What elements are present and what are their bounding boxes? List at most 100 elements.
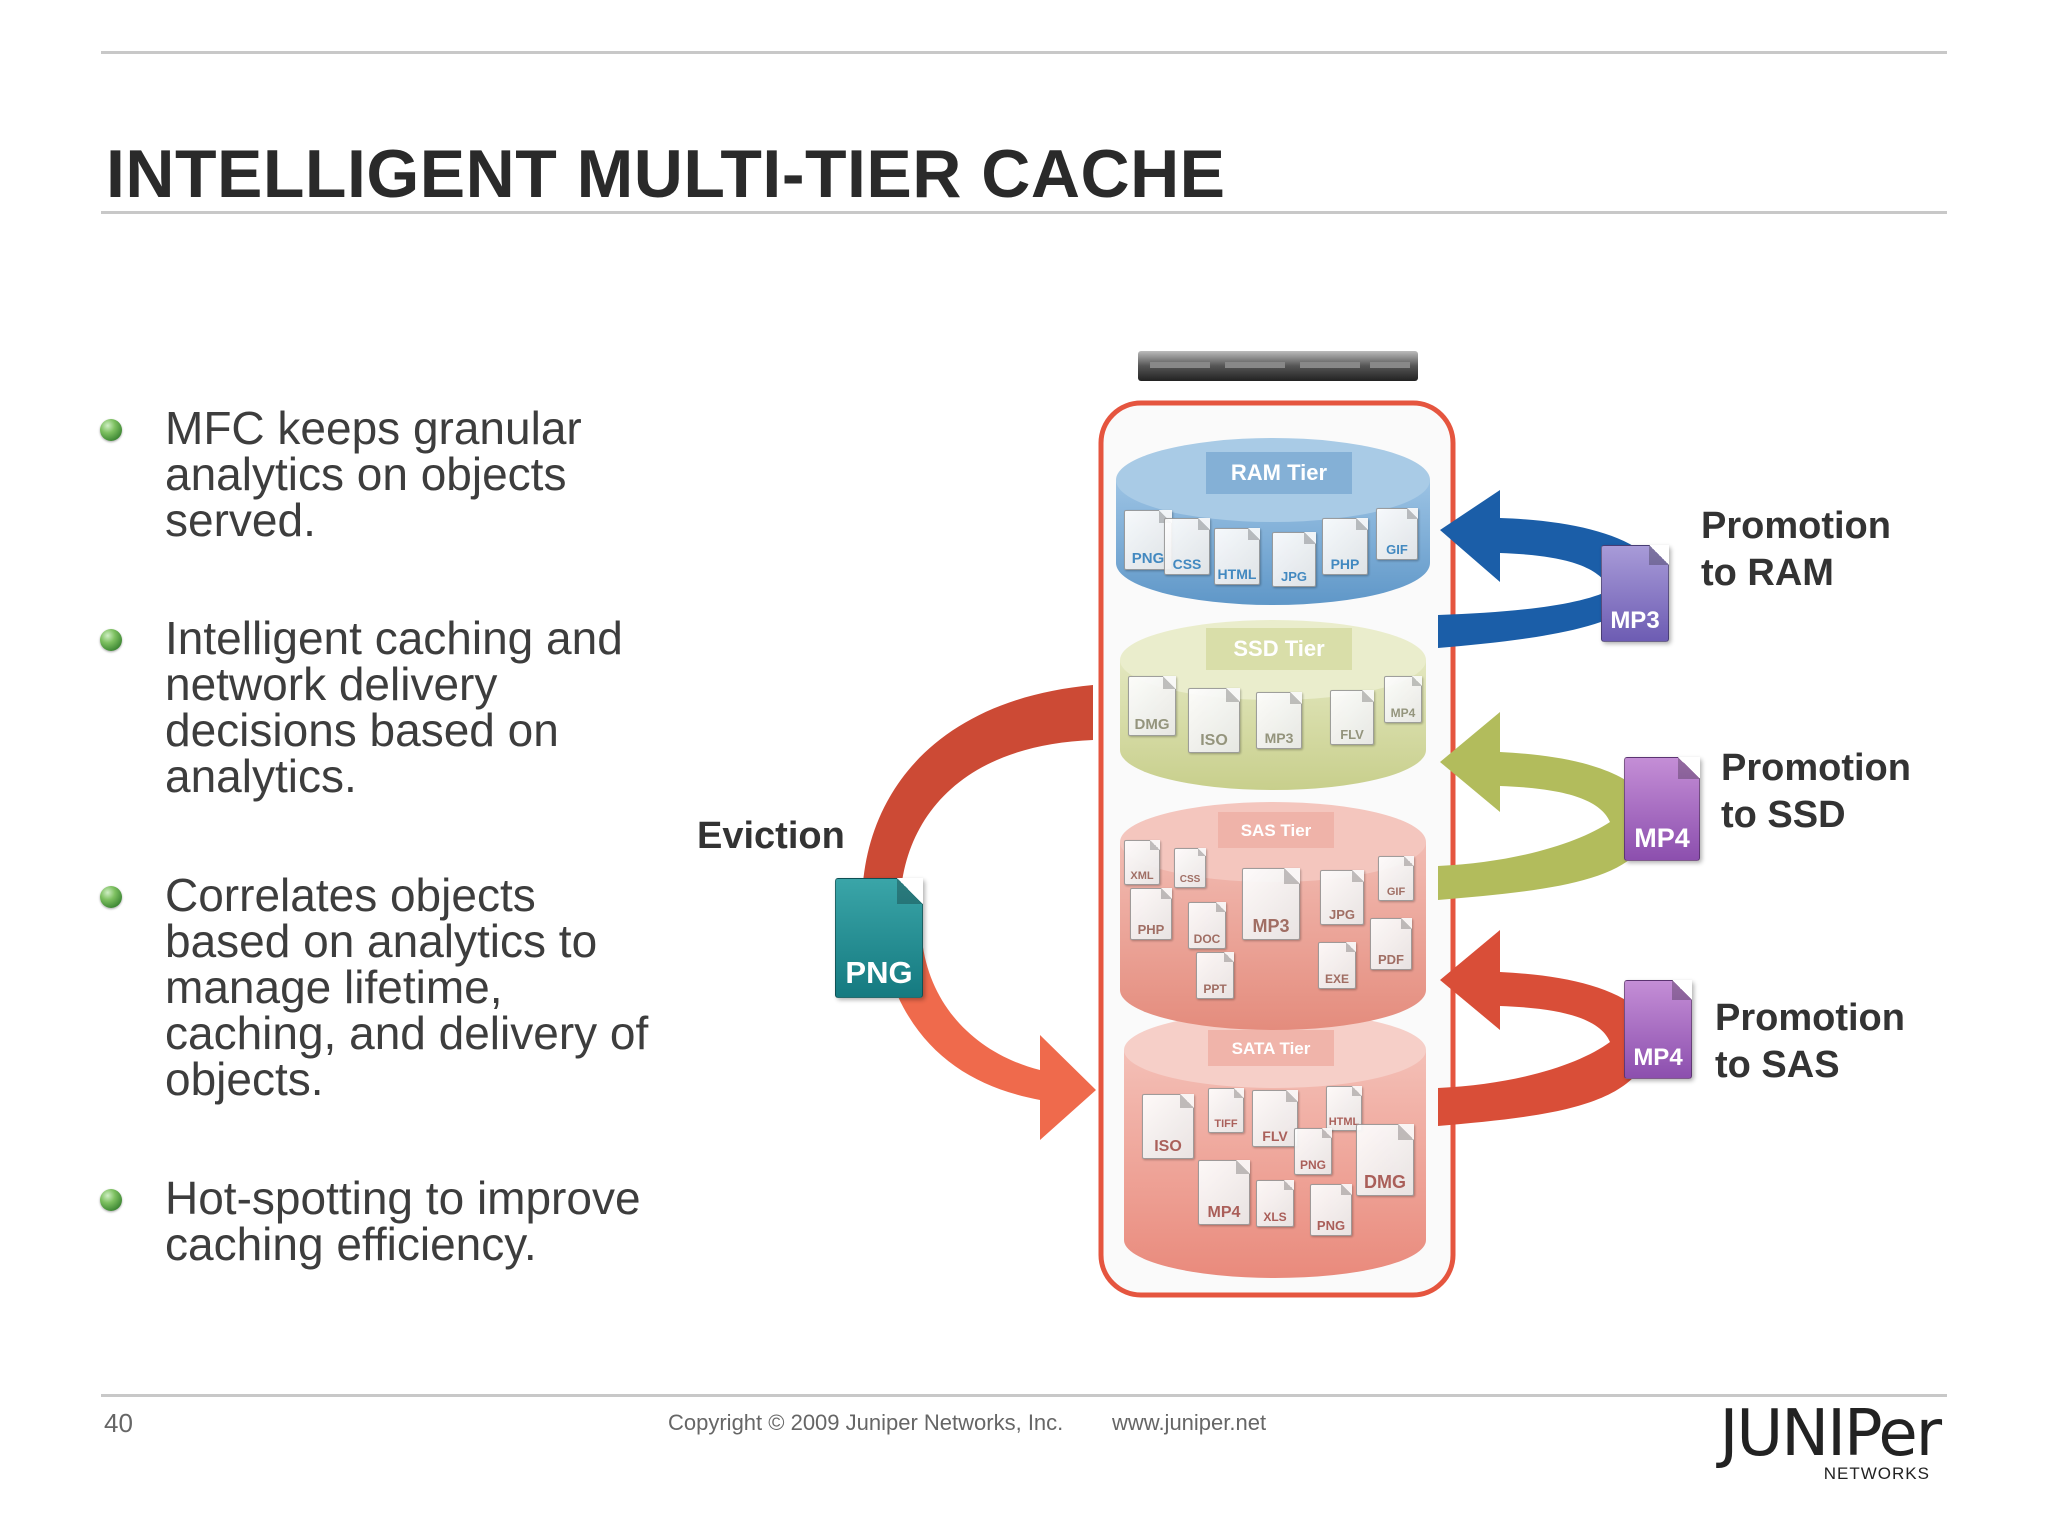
file-icon-flv: FLV (1252, 1090, 1298, 1147)
file-type-label: CSS (1179, 874, 1201, 885)
file-fold-icon (1412, 676, 1422, 686)
website-link[interactable]: www.juniper.net (1112, 1410, 1267, 1435)
promotion-to-ssd-label: Promotion to SSD (1721, 747, 1911, 836)
file-type-label: PHP (1137, 922, 1165, 937)
file-icon-gif: GIF (1376, 508, 1418, 560)
file-fold-icon (1224, 952, 1234, 962)
file-fold-icon (1649, 545, 1669, 565)
file-fold-icon (1322, 1128, 1332, 1138)
promotion-to-ssd-arrow (1438, 712, 1640, 900)
juniper-logo: JUNIPer NETWORKS (1690, 1402, 1950, 1492)
file-icon-ppt: PPT (1196, 952, 1234, 999)
file-fold-icon (1198, 848, 1206, 856)
file-type-label: ISO (1154, 1138, 1182, 1155)
file-type-label: EXE (1324, 972, 1349, 986)
file-fold-icon (1678, 757, 1700, 779)
file-type-label: JPG (1328, 907, 1355, 922)
file-icon-png: PNG (1294, 1128, 1332, 1175)
bullet-dot-icon (100, 886, 122, 908)
promotion-sas-mp4-file-icon: MP4 (1624, 980, 1692, 1079)
file-icon-html: HTML (1326, 1086, 1362, 1131)
file-type-label: PNG (1316, 1218, 1346, 1233)
eviction-png-file-icon: PNG (835, 878, 923, 998)
file-type-label: PNG (1299, 1158, 1326, 1172)
bullet-dot-icon (100, 419, 122, 441)
file-fold-icon (1401, 918, 1412, 929)
file-fold-icon (1404, 856, 1414, 866)
file-icon-css: CSS (1164, 518, 1210, 575)
file-type-label: FLV (1340, 727, 1364, 742)
file-type-label: MP3 (1264, 730, 1294, 746)
file-icon-dmg: DMG (1128, 676, 1176, 736)
file-type-label: XLS (1263, 1210, 1287, 1224)
ram-tier-label: RAM Tier (1230, 460, 1328, 485)
sata-tier-plate (1208, 1030, 1334, 1066)
file-type-label: MP4 (1634, 823, 1690, 853)
file-fold-icon (1161, 888, 1172, 899)
title-rule (101, 211, 1947, 214)
file-icon-iso: ISO (1142, 1094, 1194, 1159)
copyright-text: Copyright © 2009 Juniper Networks, Inc. (668, 1410, 1064, 1435)
ssd-tier-label: SSD Tier (1233, 636, 1325, 661)
file-fold-icon (1304, 532, 1316, 544)
file-icon-jpg: JPG (1272, 532, 1316, 587)
file-fold-icon (1180, 1094, 1194, 1108)
file-icon-html: HTML (1214, 528, 1260, 585)
promotion-to-ram-arrow (1438, 490, 1640, 648)
promotion-to-sas-arrow (1438, 930, 1640, 1126)
page-number: 40 (104, 1408, 133, 1438)
file-fold-icon (1352, 1086, 1362, 1096)
file-fold-icon (1216, 902, 1226, 912)
sas-tier-label: SAS Tier (1240, 821, 1312, 840)
file-fold-icon (1346, 942, 1356, 952)
bullet-text: Hot-spotting to improve caching efficien… (165, 1172, 641, 1270)
top-rule (101, 51, 1947, 54)
file-type-label: PNG (1131, 550, 1165, 567)
eviction-label: Eviction (697, 815, 845, 857)
file-fold-icon (1398, 1124, 1414, 1140)
file-icon-mp4: MP4 (1198, 1160, 1250, 1225)
file-type-label: XML (1130, 870, 1154, 882)
file-fold-icon (1226, 688, 1240, 702)
file-type-label: GIF (1386, 542, 1408, 557)
file-icon-xls: XLS (1256, 1180, 1294, 1227)
file-icon-doc: DOC (1188, 902, 1226, 949)
file-fold-icon (1362, 690, 1374, 702)
file-fold-icon (1234, 1088, 1244, 1098)
file-fold-icon (1198, 518, 1210, 530)
sas-tier-plate (1218, 812, 1334, 848)
file-type-label: GIF (1386, 886, 1406, 898)
file-type-label: CSS (1172, 556, 1202, 572)
file-fold-icon (1284, 1180, 1294, 1190)
file-fold-icon (1672, 980, 1692, 1000)
file-icon-jpg: JPG (1320, 870, 1364, 925)
bullet-dot-icon (100, 1189, 122, 1211)
file-icon-gif: GIF (1378, 856, 1414, 901)
bullet-text: Correlates objects based on analytics to… (165, 869, 649, 1105)
file-fold-icon (1248, 528, 1260, 540)
file-type-label: JPG (1280, 569, 1307, 584)
file-type-label: MP4 (1207, 1204, 1241, 1221)
file-icon-tiff: TIFF (1208, 1088, 1244, 1133)
file-icon-dmg: DMG (1356, 1124, 1414, 1196)
ram-tier-plate (1206, 452, 1352, 494)
file-icon-mp3: MP3 (1242, 868, 1300, 940)
file-icon-iso: ISO (1188, 688, 1240, 753)
file-fold-icon (1284, 868, 1300, 884)
footer-rule (101, 1394, 1947, 1397)
file-icon-png: PNG (1310, 1184, 1352, 1236)
logo-wordmark: JUNIPer (1719, 1397, 1942, 1471)
file-icon-mp4: MP4 (1384, 676, 1422, 723)
promotion-mp3-file-icon: MP3 (1601, 545, 1669, 642)
file-fold-icon (1236, 1160, 1250, 1174)
bullet-dot-icon (100, 629, 122, 651)
file-type-label: PHP (1330, 556, 1360, 572)
bullet-text: Intelligent caching and network delivery… (165, 612, 623, 802)
file-type-label: ISO (1200, 732, 1228, 749)
eviction-arrow (861, 685, 1096, 1140)
logo-subtitle: NETWORKS (1823, 1464, 1930, 1483)
file-fold-icon (1150, 840, 1160, 850)
server-icon (1138, 351, 1418, 381)
file-fold-icon (1407, 508, 1418, 519)
file-type-label: MP3 (1610, 607, 1660, 634)
